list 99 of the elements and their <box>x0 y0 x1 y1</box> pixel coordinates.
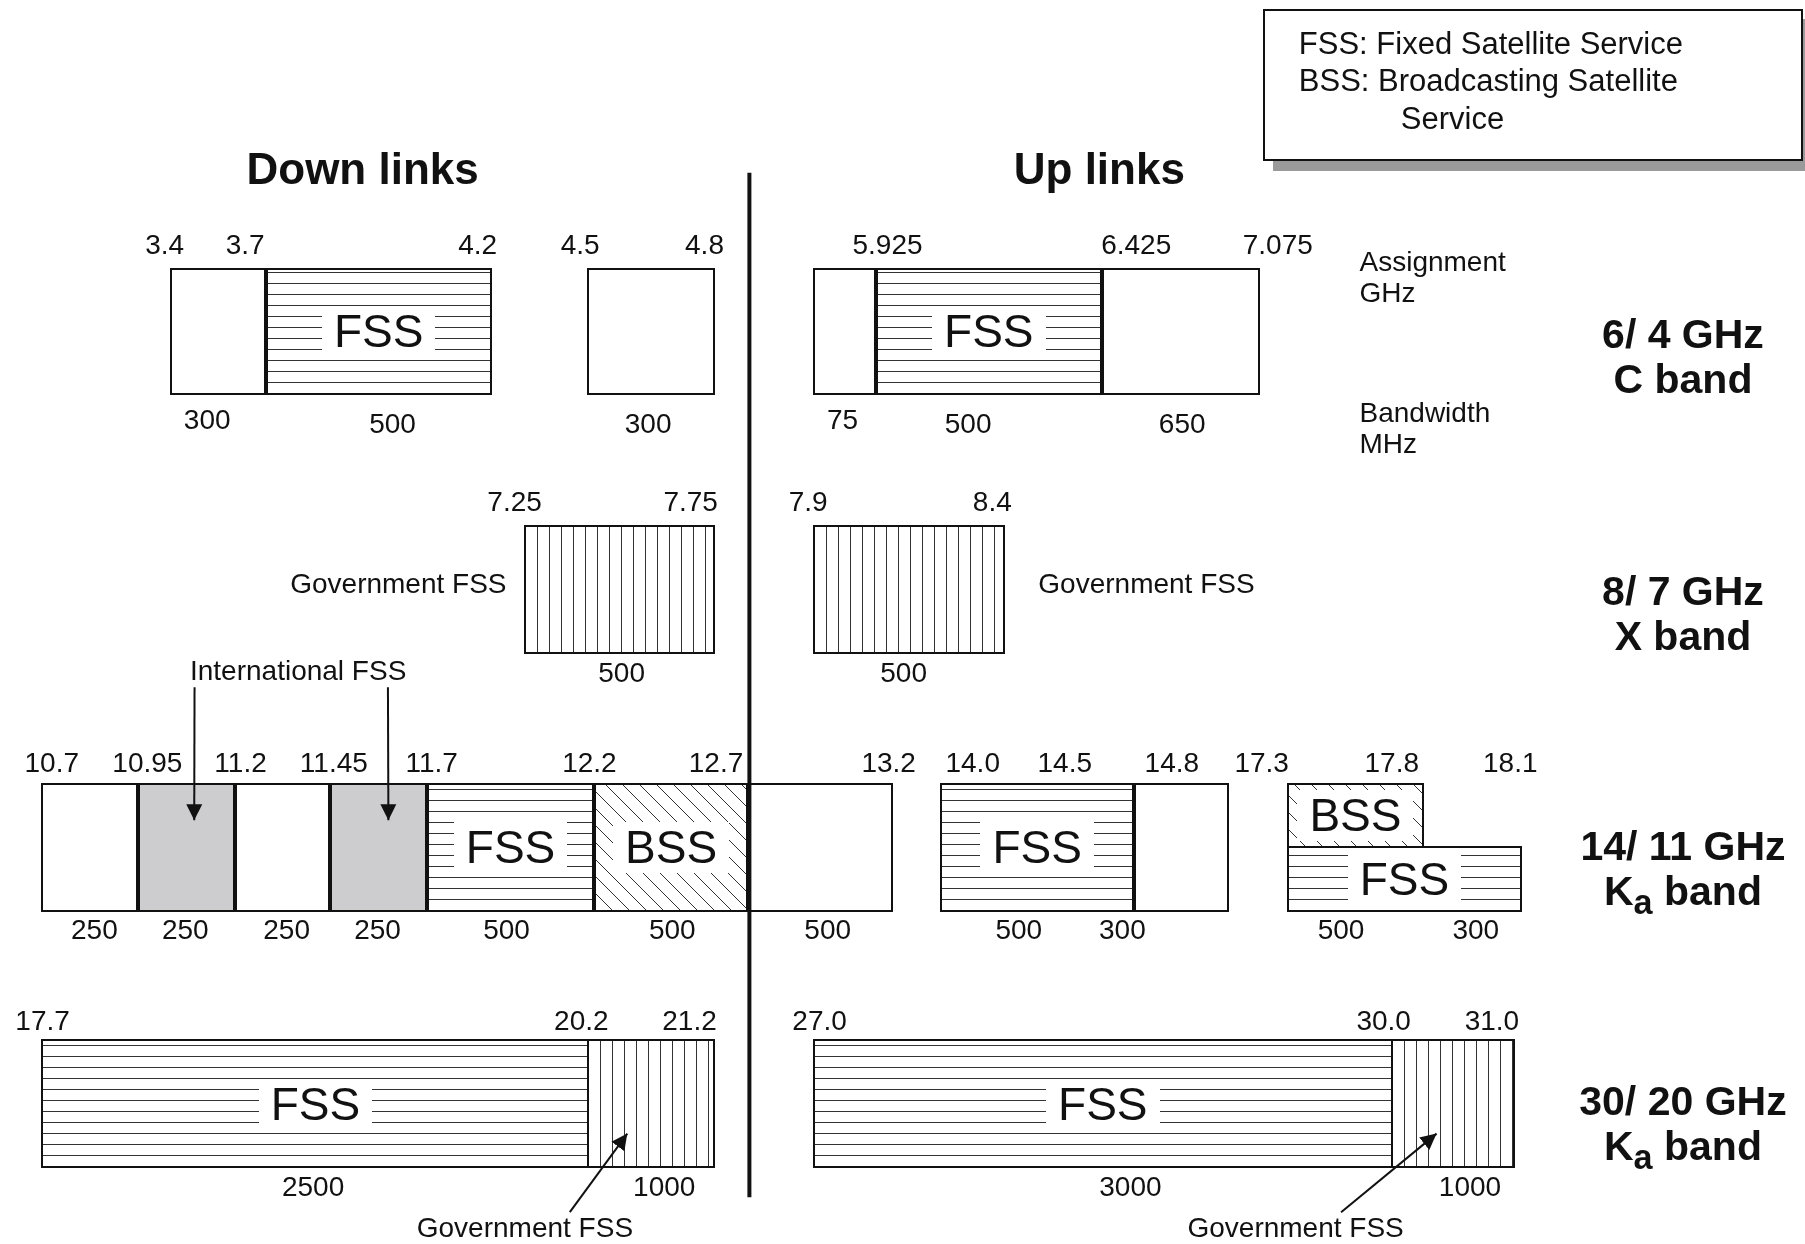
frequency-label: 18.1 <box>1483 747 1538 779</box>
band-segment <box>170 268 266 395</box>
beside-label: Government FSS <box>1038 568 1255 599</box>
band-name: 6/ 4 GHz C band <box>1601 311 1765 402</box>
arrow <box>380 686 397 822</box>
frequency-label: 11.7 <box>405 747 458 779</box>
axis-note: Bandwidth MHz <box>1359 398 1492 460</box>
heading: Down links <box>246 145 479 194</box>
annotation-text: Government FSS <box>416 1212 634 1244</box>
bandwidth-label: 650 <box>1158 408 1206 439</box>
heading: Up links <box>1013 145 1185 194</box>
arrow <box>568 1132 629 1214</box>
band-name: 30/ 20 GHz K$_{a}$ band <box>1578 1079 1788 1178</box>
frequency-label: 17.7 <box>15 1005 70 1037</box>
hatched-band-segment <box>1286 846 1522 912</box>
frequency-label: 14.8 <box>1144 747 1200 779</box>
bandwidth-label: 250 <box>354 914 401 946</box>
band-segment <box>812 268 876 395</box>
frequency-label: 13.2 <box>861 747 916 779</box>
frequency-label: 10.7 <box>24 747 80 779</box>
bandwidth-label: 3000 <box>1099 1171 1162 1203</box>
frequency-label: 4.5 <box>560 229 600 261</box>
frequency-label: 3.7 <box>225 229 265 261</box>
hatched-band-segment <box>1286 782 1424 849</box>
frequency-label: 12.2 <box>562 747 617 779</box>
bandwidth-label: 500 <box>995 914 1043 946</box>
frequency-label: 11.45 <box>299 747 368 779</box>
hatched-band-segment <box>41 1039 590 1169</box>
annotation-text: International FSS <box>189 654 407 687</box>
bandwidth-label: 500 <box>804 914 852 946</box>
band-name: 8/ 7 GHz X band <box>1601 568 1765 659</box>
bandwidth-label: 250 <box>161 914 209 946</box>
bandwidth-label: 500 <box>598 658 645 689</box>
hatched-band-segment <box>812 1039 1393 1169</box>
frequency-label: 7.9 <box>788 486 828 518</box>
axis-note: Assignment GHz <box>1359 247 1507 310</box>
bandwidth-label: 2500 <box>281 1171 345 1203</box>
hatched-band-segment <box>812 524 1005 654</box>
frequency-label: 17.3 <box>1234 747 1289 779</box>
band-segment <box>587 268 715 395</box>
hatched-band-segment <box>876 268 1102 395</box>
frequency-label: 3.4 <box>145 229 185 261</box>
shaded-band-segment <box>138 782 235 912</box>
frequency-label: 14.0 <box>945 747 1000 779</box>
frequency-label: 8.4 <box>972 486 1012 518</box>
frequency-label: 4.8 <box>685 229 724 261</box>
hatched-band-segment <box>427 782 594 912</box>
service-label: BSS <box>613 821 730 873</box>
frequency-label: 7.75 <box>663 486 718 518</box>
bandwidth-label: 500 <box>880 658 927 689</box>
bandwidth-label: 300 <box>183 404 231 436</box>
band-segment <box>1133 782 1230 912</box>
legend-entry: FSS: Fixed Satellite Service <box>1298 25 1684 63</box>
frequency-label: 30.0 <box>1356 1005 1411 1037</box>
hatched-band-segment <box>523 524 715 654</box>
bandwidth-label: 250 <box>71 914 118 946</box>
band-name: 14/ 11 GHz K$_{a}$ band <box>1579 823 1787 922</box>
bandwidth-label: 500 <box>1317 914 1365 946</box>
hatched-band-segment <box>940 782 1134 912</box>
hatched-band-segment <box>265 268 492 395</box>
frequency-label: 20.2 <box>554 1005 609 1037</box>
frequency-label: 12.7 <box>688 747 744 779</box>
frequency-label: 21.2 <box>662 1005 717 1037</box>
bandwidth-label: 75 <box>827 404 859 436</box>
frequency-label: 7.075 <box>1242 229 1313 261</box>
hatched-band-segment <box>587 1039 715 1169</box>
bandwidth-label: 300 <box>624 408 672 439</box>
shaded-band-segment <box>330 782 428 912</box>
frequency-label: 17.8 <box>1364 747 1419 779</box>
annotation-text: Government FSS <box>1187 1212 1404 1244</box>
frequency-label: 4.2 <box>458 229 498 261</box>
frequency-label: 14.5 <box>1037 747 1093 779</box>
frequency-label: 10.95 <box>112 747 183 779</box>
bandwidth-label: 500 <box>483 914 530 946</box>
bandwidth-label: 300 <box>1099 914 1146 946</box>
hatched-band-segment <box>1390 1039 1515 1169</box>
frequency-label: 7.25 <box>487 486 542 518</box>
arrow <box>1340 1132 1438 1214</box>
bandwidth-label: 500 <box>369 408 416 439</box>
bandwidth-label: 500 <box>648 914 696 946</box>
band-segment <box>1101 268 1261 395</box>
bandwidth-label: 300 <box>1452 914 1500 946</box>
bandwidth-label: 250 <box>263 914 310 946</box>
bandwidth-label: 1000 <box>633 1171 696 1203</box>
frequency-label: 11.2 <box>214 747 267 779</box>
band-segment <box>234 782 331 912</box>
frequency-label: 6.425 <box>1101 229 1172 261</box>
band-segment <box>748 782 894 912</box>
arrow <box>186 686 203 822</box>
legend-entry: BSS: Broadcasting Satellite Service <box>1298 62 1679 137</box>
bandwidth-label: 1000 <box>1438 1171 1502 1203</box>
frequency-label: 5.925 <box>852 229 923 261</box>
beside-label: Government FSS <box>290 568 507 599</box>
frequency-label: 31.0 <box>1464 1005 1520 1037</box>
bandwidth-label: 500 <box>944 408 992 439</box>
frequency-label: 27.0 <box>792 1005 847 1037</box>
service-label: BSS <box>1297 790 1414 841</box>
hatched-band-segment <box>594 782 749 912</box>
band-segment <box>41 782 139 912</box>
